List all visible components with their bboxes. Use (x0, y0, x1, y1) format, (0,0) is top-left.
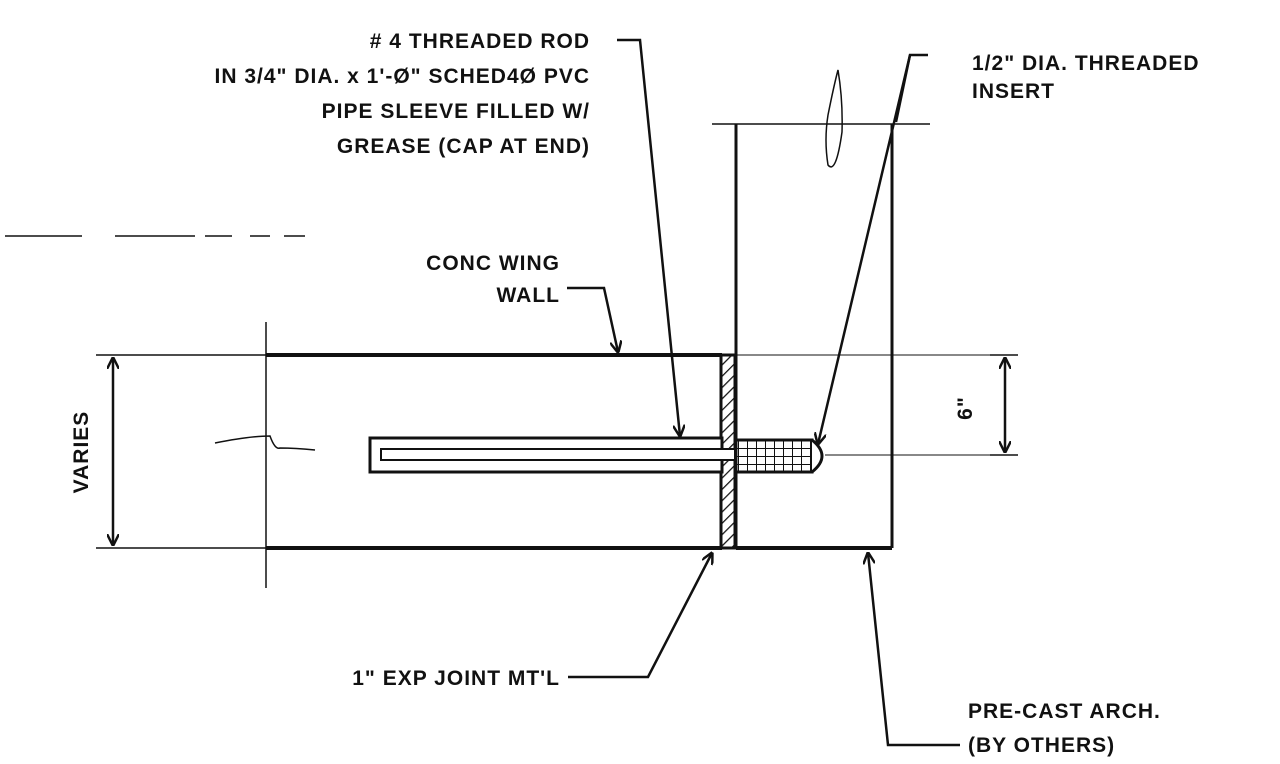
label-precast-1: PRE-CAST ARCH. (968, 700, 1161, 723)
label-threaded-rod-4: GREASE (CAP AT END) (337, 135, 590, 158)
threaded-rod (380, 448, 736, 461)
label-insert-2: INSERT (972, 80, 1055, 103)
threaded-insert-cap (811, 438, 824, 474)
label-precast-2: (BY OTHERS) (968, 734, 1115, 757)
label-varies: VARIES (70, 411, 93, 494)
label-exp-joint: 1" EXP JOINT MT'L (352, 667, 560, 690)
label-threaded-rod-1: # 4 THREADED ROD (370, 30, 590, 53)
leader-exp-joint (568, 553, 712, 679)
label-wing-wall-2: WALL (497, 284, 560, 307)
leader-precast-arch (868, 553, 960, 747)
leader-wing-wall (567, 286, 618, 352)
leader-threaded-rod (617, 38, 680, 436)
label-wing-wall-1: CONC WING (426, 252, 560, 275)
leader-insert-bottom (818, 54, 912, 444)
arch-break-symbol (825, 69, 843, 168)
threaded-insert (734, 438, 814, 474)
label-insert-1: 1/2" DIA. THREADED (972, 52, 1200, 75)
wing-wall-break-symbol (214, 435, 316, 451)
label-threaded-rod-2: IN 3/4" DIA. x 1'-Ø" SCHED4Ø PVC (215, 65, 591, 88)
label-threaded-rod-3: PIPE SLEEVE FILLED W/ (322, 100, 590, 123)
label-six-inch: 6" (954, 396, 977, 420)
